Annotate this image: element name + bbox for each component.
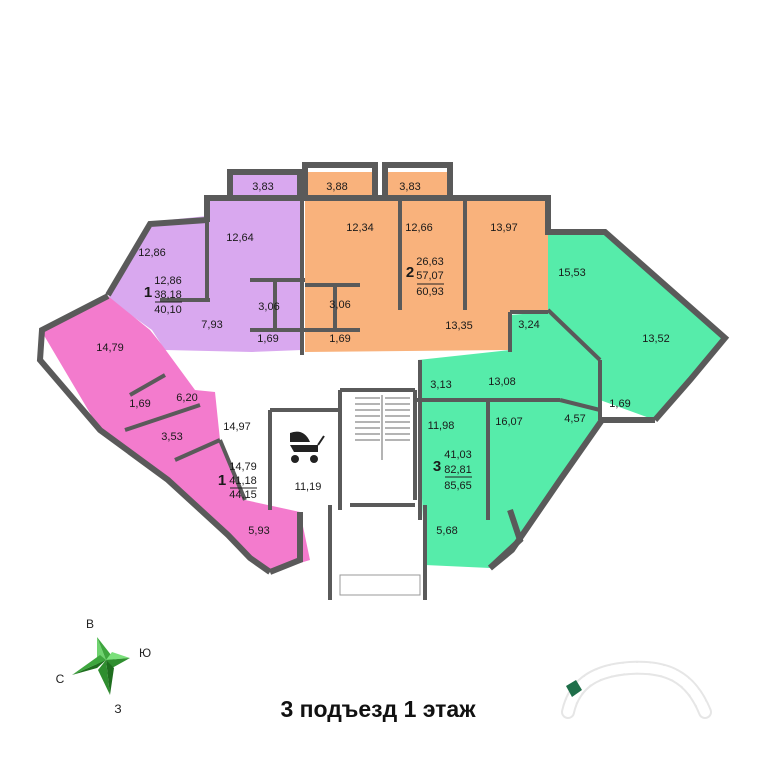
room-area: 5,68	[436, 525, 457, 537]
apartment-rooms: 1	[218, 472, 226, 489]
staircase	[355, 395, 410, 460]
room-area: 3,88	[326, 181, 347, 193]
apartment-living: 41,03	[444, 449, 472, 461]
room-area: 1,69	[129, 398, 150, 410]
room-area: 5,93	[248, 525, 269, 537]
room-area: 13,97	[490, 222, 518, 234]
apartment-total: 41,18	[229, 475, 257, 487]
room-area: 3,06	[258, 301, 279, 313]
apartment-rooms: 2	[406, 264, 414, 281]
room-area: 12,86	[138, 247, 166, 259]
room-area: 4,57	[564, 413, 585, 425]
room-area: 16,07	[495, 416, 523, 428]
outer-walls	[36, 162, 730, 575]
compass-icon	[72, 637, 130, 695]
inner-walls	[124, 198, 602, 600]
apartment-living: 12,86	[154, 275, 182, 287]
apartment-full: 85,65	[444, 480, 472, 492]
apartment-total: 57,07	[416, 270, 444, 282]
room-area: 14,79	[96, 342, 124, 354]
apartment-summary-3[interactable]: 1 14,79 41,18 44,15	[218, 461, 257, 501]
room-area: 13,35	[445, 320, 473, 332]
room-area: 13,08	[488, 376, 516, 388]
room-area: 1,69	[609, 398, 630, 410]
room-area: 7,93	[201, 319, 222, 331]
apartment-living: 14,79	[229, 461, 257, 473]
room-area: 12,64	[226, 232, 254, 244]
apartment-rooms: 3	[433, 458, 441, 475]
compass-north-label: В	[86, 617, 94, 631]
compass-east-label: Ю	[139, 646, 151, 660]
apartment-full: 60,93	[416, 286, 444, 298]
room-area: 3,83	[252, 181, 273, 193]
apartment-pink[interactable]	[42, 296, 310, 572]
room-area: 3,53	[161, 431, 182, 443]
room-area: 3,83	[399, 181, 420, 193]
room-area: 14,97	[223, 421, 251, 433]
apartment-total: 38,18	[154, 289, 182, 301]
page-title: 3 подъезд 1 этаж	[280, 696, 476, 722]
apartment-orange[interactable]	[305, 172, 548, 352]
entrance-porch	[339, 574, 421, 596]
room-area: 15,53	[558, 267, 586, 279]
stroller-icon	[290, 431, 325, 463]
current-section-marker	[566, 680, 582, 697]
apartment-summary-2[interactable]: 2 26,63 57,07 60,93	[406, 256, 444, 298]
room-area: 11,98	[428, 420, 455, 432]
room-area: 3,06	[329, 299, 350, 311]
apartment-summary-4[interactable]: 3 41,03 82,81 85,65	[433, 449, 472, 492]
apartment-total: 82,81	[444, 464, 472, 476]
compass-south-label: З	[114, 702, 121, 716]
apartment-green[interactable]	[418, 230, 725, 568]
room-area: 12,66	[405, 222, 433, 234]
room-area: 3,13	[430, 379, 451, 391]
room-area: 13,52	[642, 333, 670, 345]
room-area: 3,24	[518, 319, 539, 331]
apartment-full: 40,10	[154, 304, 182, 316]
apartment-living: 26,63	[416, 256, 444, 268]
hall-area: 11,19	[295, 481, 322, 493]
compass-west-label: С	[56, 672, 65, 686]
apartment-rooms: 1	[144, 284, 152, 301]
apartment-summary-1[interactable]: 1 12,86 38,18 40,10	[144, 275, 182, 316]
room-area: 6,20	[176, 392, 197, 404]
room-area: 12,34	[346, 222, 374, 234]
room-area: 1,69	[329, 333, 350, 345]
room-area: 1,69	[257, 333, 278, 345]
building-locator-map	[561, 660, 712, 719]
apartment-full: 44,15	[229, 489, 257, 501]
